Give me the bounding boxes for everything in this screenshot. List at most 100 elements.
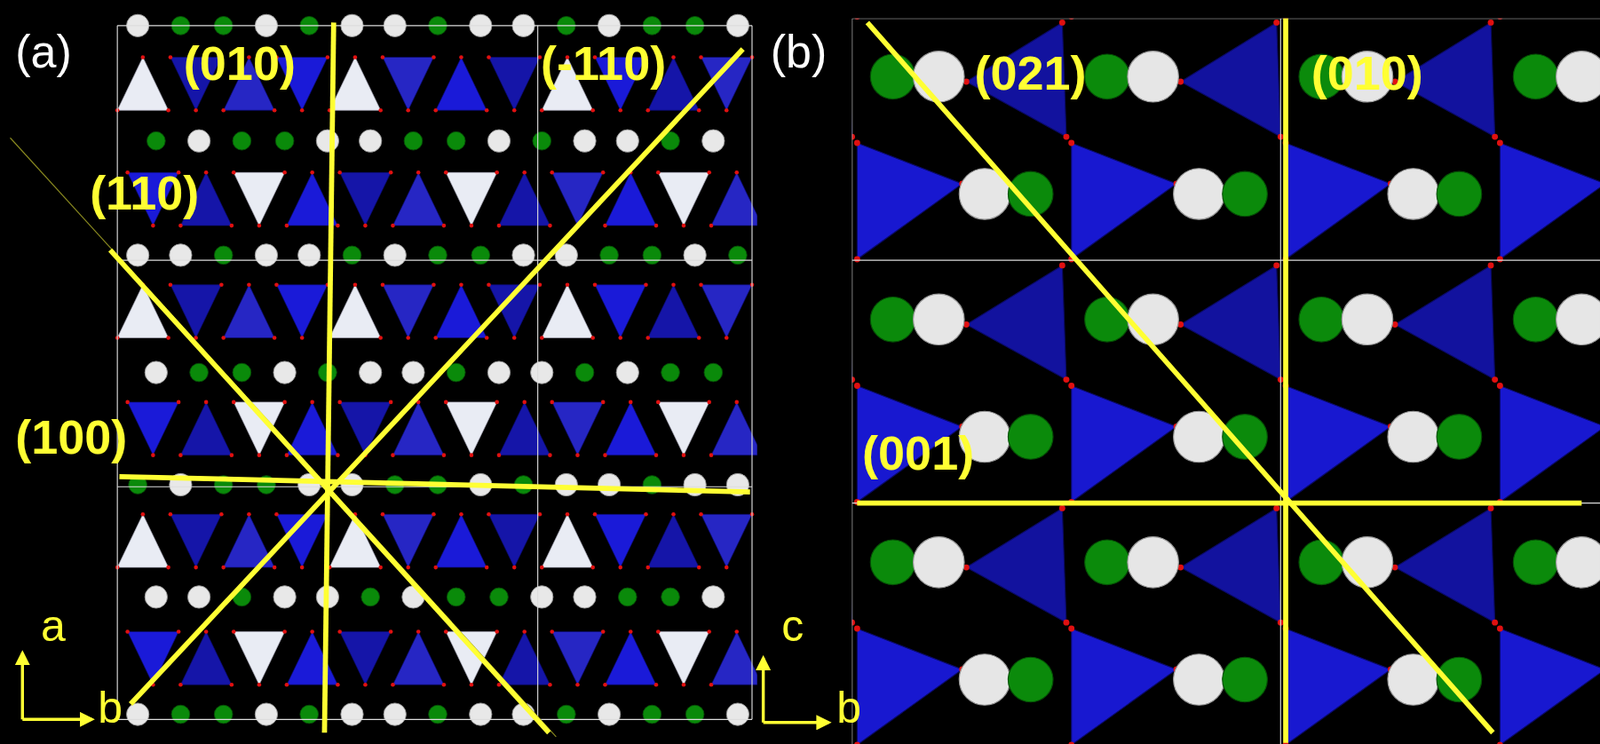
oxygen-dot — [709, 223, 714, 229]
oxygen-dot — [390, 452, 396, 458]
oxygen-dot — [547, 452, 553, 458]
oxygen-dot — [1491, 134, 1498, 141]
tetrahedron — [392, 172, 444, 226]
oxygen-dot — [125, 400, 130, 405]
tetrahedron — [552, 631, 603, 685]
cation-sphere — [870, 539, 916, 586]
tetrahedron — [435, 56, 487, 111]
tetrahedron — [1180, 22, 1282, 137]
oxygen-dot — [1063, 134, 1070, 141]
tetrahedron — [604, 402, 656, 456]
oxygen-dot — [229, 682, 235, 688]
oxygen-dot — [628, 400, 634, 405]
tetrahedron — [594, 285, 646, 339]
tetrahedron — [711, 402, 758, 456]
tetrahedron — [445, 402, 497, 456]
cation-sphere — [597, 703, 620, 726]
oxygen-dot — [724, 335, 729, 341]
cation-sphere — [232, 131, 252, 151]
oxygen-dot — [125, 629, 130, 634]
oxygen-dot — [378, 335, 383, 341]
oxygen-dot — [681, 452, 687, 458]
cation-sphere — [490, 587, 509, 607]
oxygen-dot — [388, 170, 394, 175]
oxygen-dot — [645, 565, 650, 571]
cation-sphere — [359, 361, 382, 384]
cation-sphere — [275, 131, 294, 151]
oxygen-dot — [166, 565, 171, 571]
oxygen-dot — [337, 400, 342, 405]
oxygen-dot — [388, 629, 394, 634]
oxygen-dot — [246, 512, 252, 517]
oxygen-dot — [221, 565, 226, 571]
oxygen-dot — [601, 170, 606, 175]
panel-label: (b) — [770, 28, 828, 75]
oxygen-dot — [1488, 19, 1495, 26]
axis-label: b — [97, 685, 123, 730]
oxygen-dot — [549, 400, 555, 405]
cation-sphere — [532, 131, 552, 151]
oxygen-dot — [1063, 619, 1070, 626]
oxygen-dot — [706, 629, 712, 634]
oxygen-dot — [1491, 619, 1498, 626]
oxygen-dot — [645, 335, 650, 341]
cation-sphere — [232, 363, 252, 382]
oxygen-dot — [363, 223, 368, 229]
panel-label: (a) — [15, 28, 72, 75]
oxygen-dot — [497, 452, 502, 458]
cation-sphere — [913, 537, 965, 588]
oxygen-dot — [590, 565, 595, 571]
oxygen-dot — [309, 400, 315, 405]
oxygen-dot — [443, 629, 449, 634]
oxygen-dot — [443, 170, 449, 175]
cation-sphere — [383, 703, 406, 726]
oxygen-dot — [204, 629, 209, 634]
tetrahedron — [117, 285, 168, 339]
oxygen-dot — [484, 108, 490, 113]
cation-sphere — [487, 129, 510, 152]
oxygen-dot — [486, 55, 492, 60]
oxygen-dot — [1273, 505, 1280, 512]
tetrahedron — [488, 514, 539, 568]
oxygen-dot — [724, 108, 729, 113]
oxygen-dot — [590, 335, 595, 341]
cation-sphere — [512, 244, 535, 267]
oxygen-dot — [1488, 505, 1495, 512]
unit-cell-edge — [117, 25, 119, 720]
lattice-plane-line — [1283, 18, 1289, 744]
oxygen-dot — [494, 170, 500, 175]
oxygen-dot — [363, 682, 368, 688]
oxygen-dot — [285, 682, 290, 688]
tetrahedron — [1394, 265, 1496, 381]
cation-sphere — [617, 587, 637, 607]
miller-index-label: (001) — [862, 428, 975, 477]
oxygen-dot — [671, 282, 676, 287]
cation-sphere — [616, 361, 639, 384]
cation-sphere — [171, 704, 191, 724]
oxygen-dot — [522, 400, 527, 405]
cation-sphere — [403, 131, 423, 151]
unit-cell-edge — [117, 24, 753, 26]
tetrahedron — [340, 402, 391, 456]
miller-index-label: (110) — [89, 168, 199, 217]
axis-arrow — [761, 657, 765, 722]
tetrahedron — [1180, 265, 1282, 381]
oxygen-dot — [353, 55, 358, 60]
tetrahedron — [488, 56, 539, 111]
oxygen-dot — [178, 223, 183, 229]
tetrahedron — [233, 631, 285, 685]
tetrahedron — [340, 172, 391, 226]
oxygen-dot — [469, 223, 475, 229]
oxygen-dot — [654, 223, 659, 229]
cation-sphere — [471, 245, 491, 265]
axis-label: c — [781, 603, 804, 649]
cation-sphere — [126, 703, 150, 726]
oxygen-dot — [168, 282, 174, 287]
oxygen-dot — [469, 682, 475, 688]
cation-sphere — [187, 586, 210, 609]
tetrahedron — [1071, 142, 1177, 260]
tetrahedron — [1180, 507, 1282, 623]
cation-sphere — [273, 361, 296, 384]
cation-sphere — [298, 244, 321, 267]
